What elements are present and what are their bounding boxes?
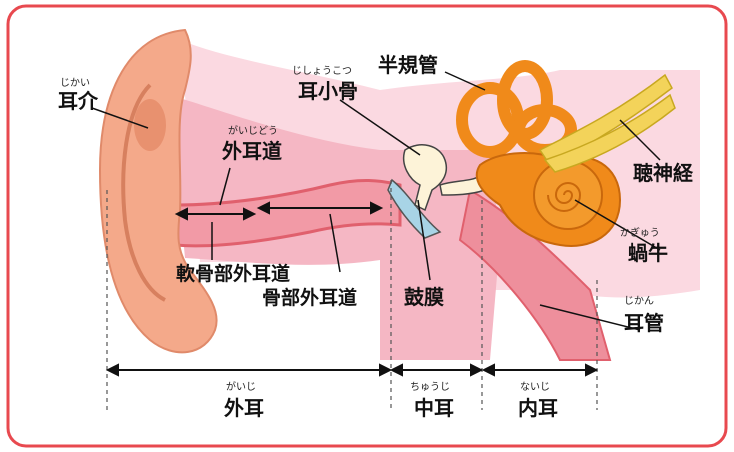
label-kotsubu: 骨部外耳道 <box>262 286 357 309</box>
label-hankikan: 半規管 <box>378 53 438 77</box>
label-gaijido: 外耳道 <box>222 139 282 163</box>
label-kagyu: 蝸牛 <box>628 241 668 265</box>
label-kagyu-ruby: かぎゅう <box>620 226 660 239</box>
section-chuji-ruby: ちゅうじ <box>410 381 450 393</box>
section-chuji: 中耳 <box>414 396 454 420</box>
label-jikan: 耳管 <box>624 311 664 335</box>
section-naiji: 内耳 <box>518 396 558 420</box>
section-naiji-ruby: ないじ <box>520 381 550 393</box>
label-chōshinkei: 聴神経 <box>633 161 694 185</box>
section-gaiji-ruby: がいじ <box>226 380 256 393</box>
label-nankotsubu: 軟骨部外耳道 <box>176 262 290 285</box>
label-gaijido-ruby: がいじどう <box>228 124 278 137</box>
cochlea <box>534 161 602 229</box>
label-jikai-ruby: じかい <box>60 77 90 89</box>
label-jishokotsu-ruby: じしょうこつ <box>292 65 352 77</box>
label-jikai: 耳介 <box>58 89 99 113</box>
label-jikan-ruby: じかん <box>624 295 654 307</box>
label-komaku: 鼓膜 <box>404 285 444 309</box>
label-jishokotsu: 耳小骨 <box>298 79 358 103</box>
section-gaiji: 外耳 <box>224 396 264 420</box>
